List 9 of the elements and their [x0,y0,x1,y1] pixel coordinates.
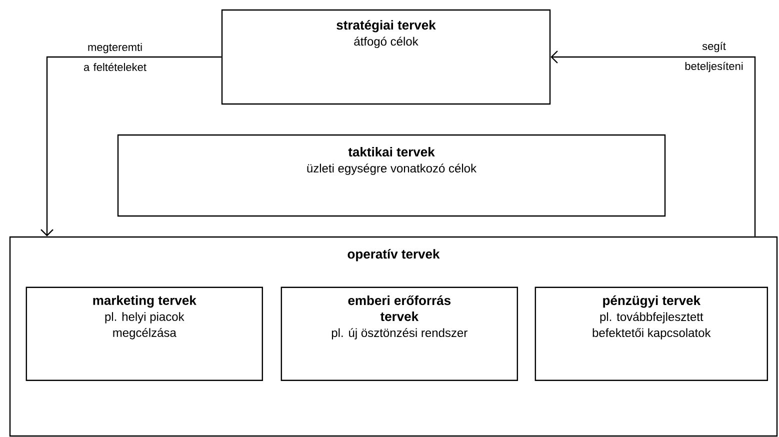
arrow [40,56,222,236]
edge-label: megteremti a feltételeket [84,42,146,72]
plan-box: taktikai tervek üzleti egységre vonatkozó célok [117,134,666,217]
plan-box: emberi erőforrás tervek pl. új ösztönzési rendszer [280,286,518,381]
arrow [550,50,756,236]
plan-box: stratégiai tervek átfogó célok [221,9,551,105]
plan-box: marketing tervek pl. helyi piacok megcélzása [26,286,263,381]
plan-box: pénzügyi tervek pl. továbbfejlesztett befektetői kapcsolatok [534,286,768,381]
edge-label: segít beteljesíteni [685,42,743,72]
